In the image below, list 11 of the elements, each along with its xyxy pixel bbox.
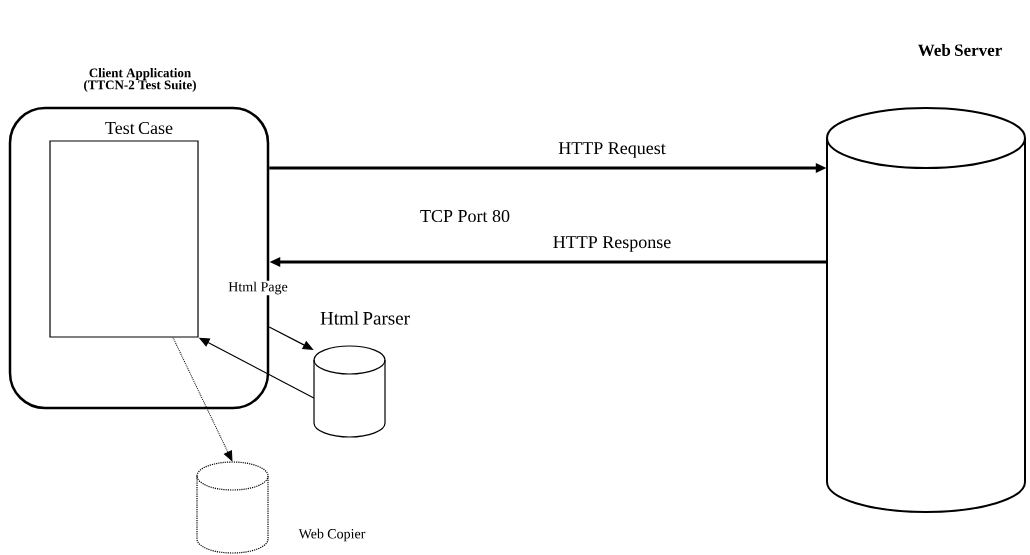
- port-label: TCP Port 80: [420, 209, 510, 223]
- node-label: Html Parser: [320, 311, 410, 325]
- node-label: Web Copier: [298, 528, 366, 542]
- inner-box: [49, 140, 199, 338]
- edge-label: Html Page: [227, 280, 289, 296]
- arrow: [172, 337, 233, 462]
- edge-label: HTTP Request: [557, 141, 667, 159]
- edge-label: HTTP Response: [551, 235, 673, 253]
- box-title: Test Case: [105, 121, 173, 135]
- heading: Web Server: [918, 44, 1002, 56]
- heading: Client Application (TTCN-2 Test Suite): [84, 68, 196, 92]
